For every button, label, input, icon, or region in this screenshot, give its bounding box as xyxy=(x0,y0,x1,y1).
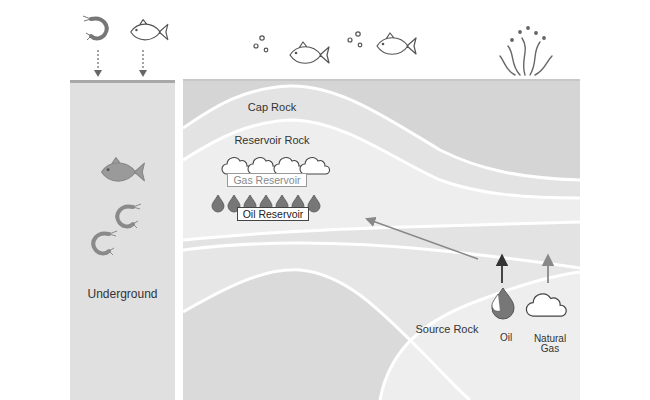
underground-panel: Underground xyxy=(70,80,175,400)
panel-label: Underground xyxy=(70,287,175,301)
seaweed xyxy=(500,27,552,75)
layer-label: Reservoir Rock xyxy=(234,135,309,147)
sea-floor xyxy=(183,79,580,81)
gas-reservoir-box: Gas Reservoir xyxy=(227,173,306,187)
layer-label: Cap Rock xyxy=(248,102,296,114)
gas-rise-arrow xyxy=(547,256,549,283)
oil-rise-arrow xyxy=(501,256,503,283)
migration-arrow xyxy=(367,219,478,259)
oil-reservoir-box: Oil Reservoir xyxy=(237,207,310,221)
gas-clouds xyxy=(222,158,330,174)
sinking-arrowheads xyxy=(94,70,147,77)
resource-label: Oil xyxy=(500,333,512,344)
sea-life xyxy=(83,16,416,63)
reservoir-label: Oil Reservoir xyxy=(243,208,304,220)
reservoir-label: Gas Reservoir xyxy=(233,174,300,186)
rock-strata xyxy=(183,80,580,400)
layer-label: Source Rock xyxy=(416,324,479,336)
resource-label: Natural Gas xyxy=(528,334,572,355)
oil-icon xyxy=(492,288,514,319)
sinking-arrows xyxy=(98,50,143,70)
gas-icon xyxy=(526,294,566,316)
